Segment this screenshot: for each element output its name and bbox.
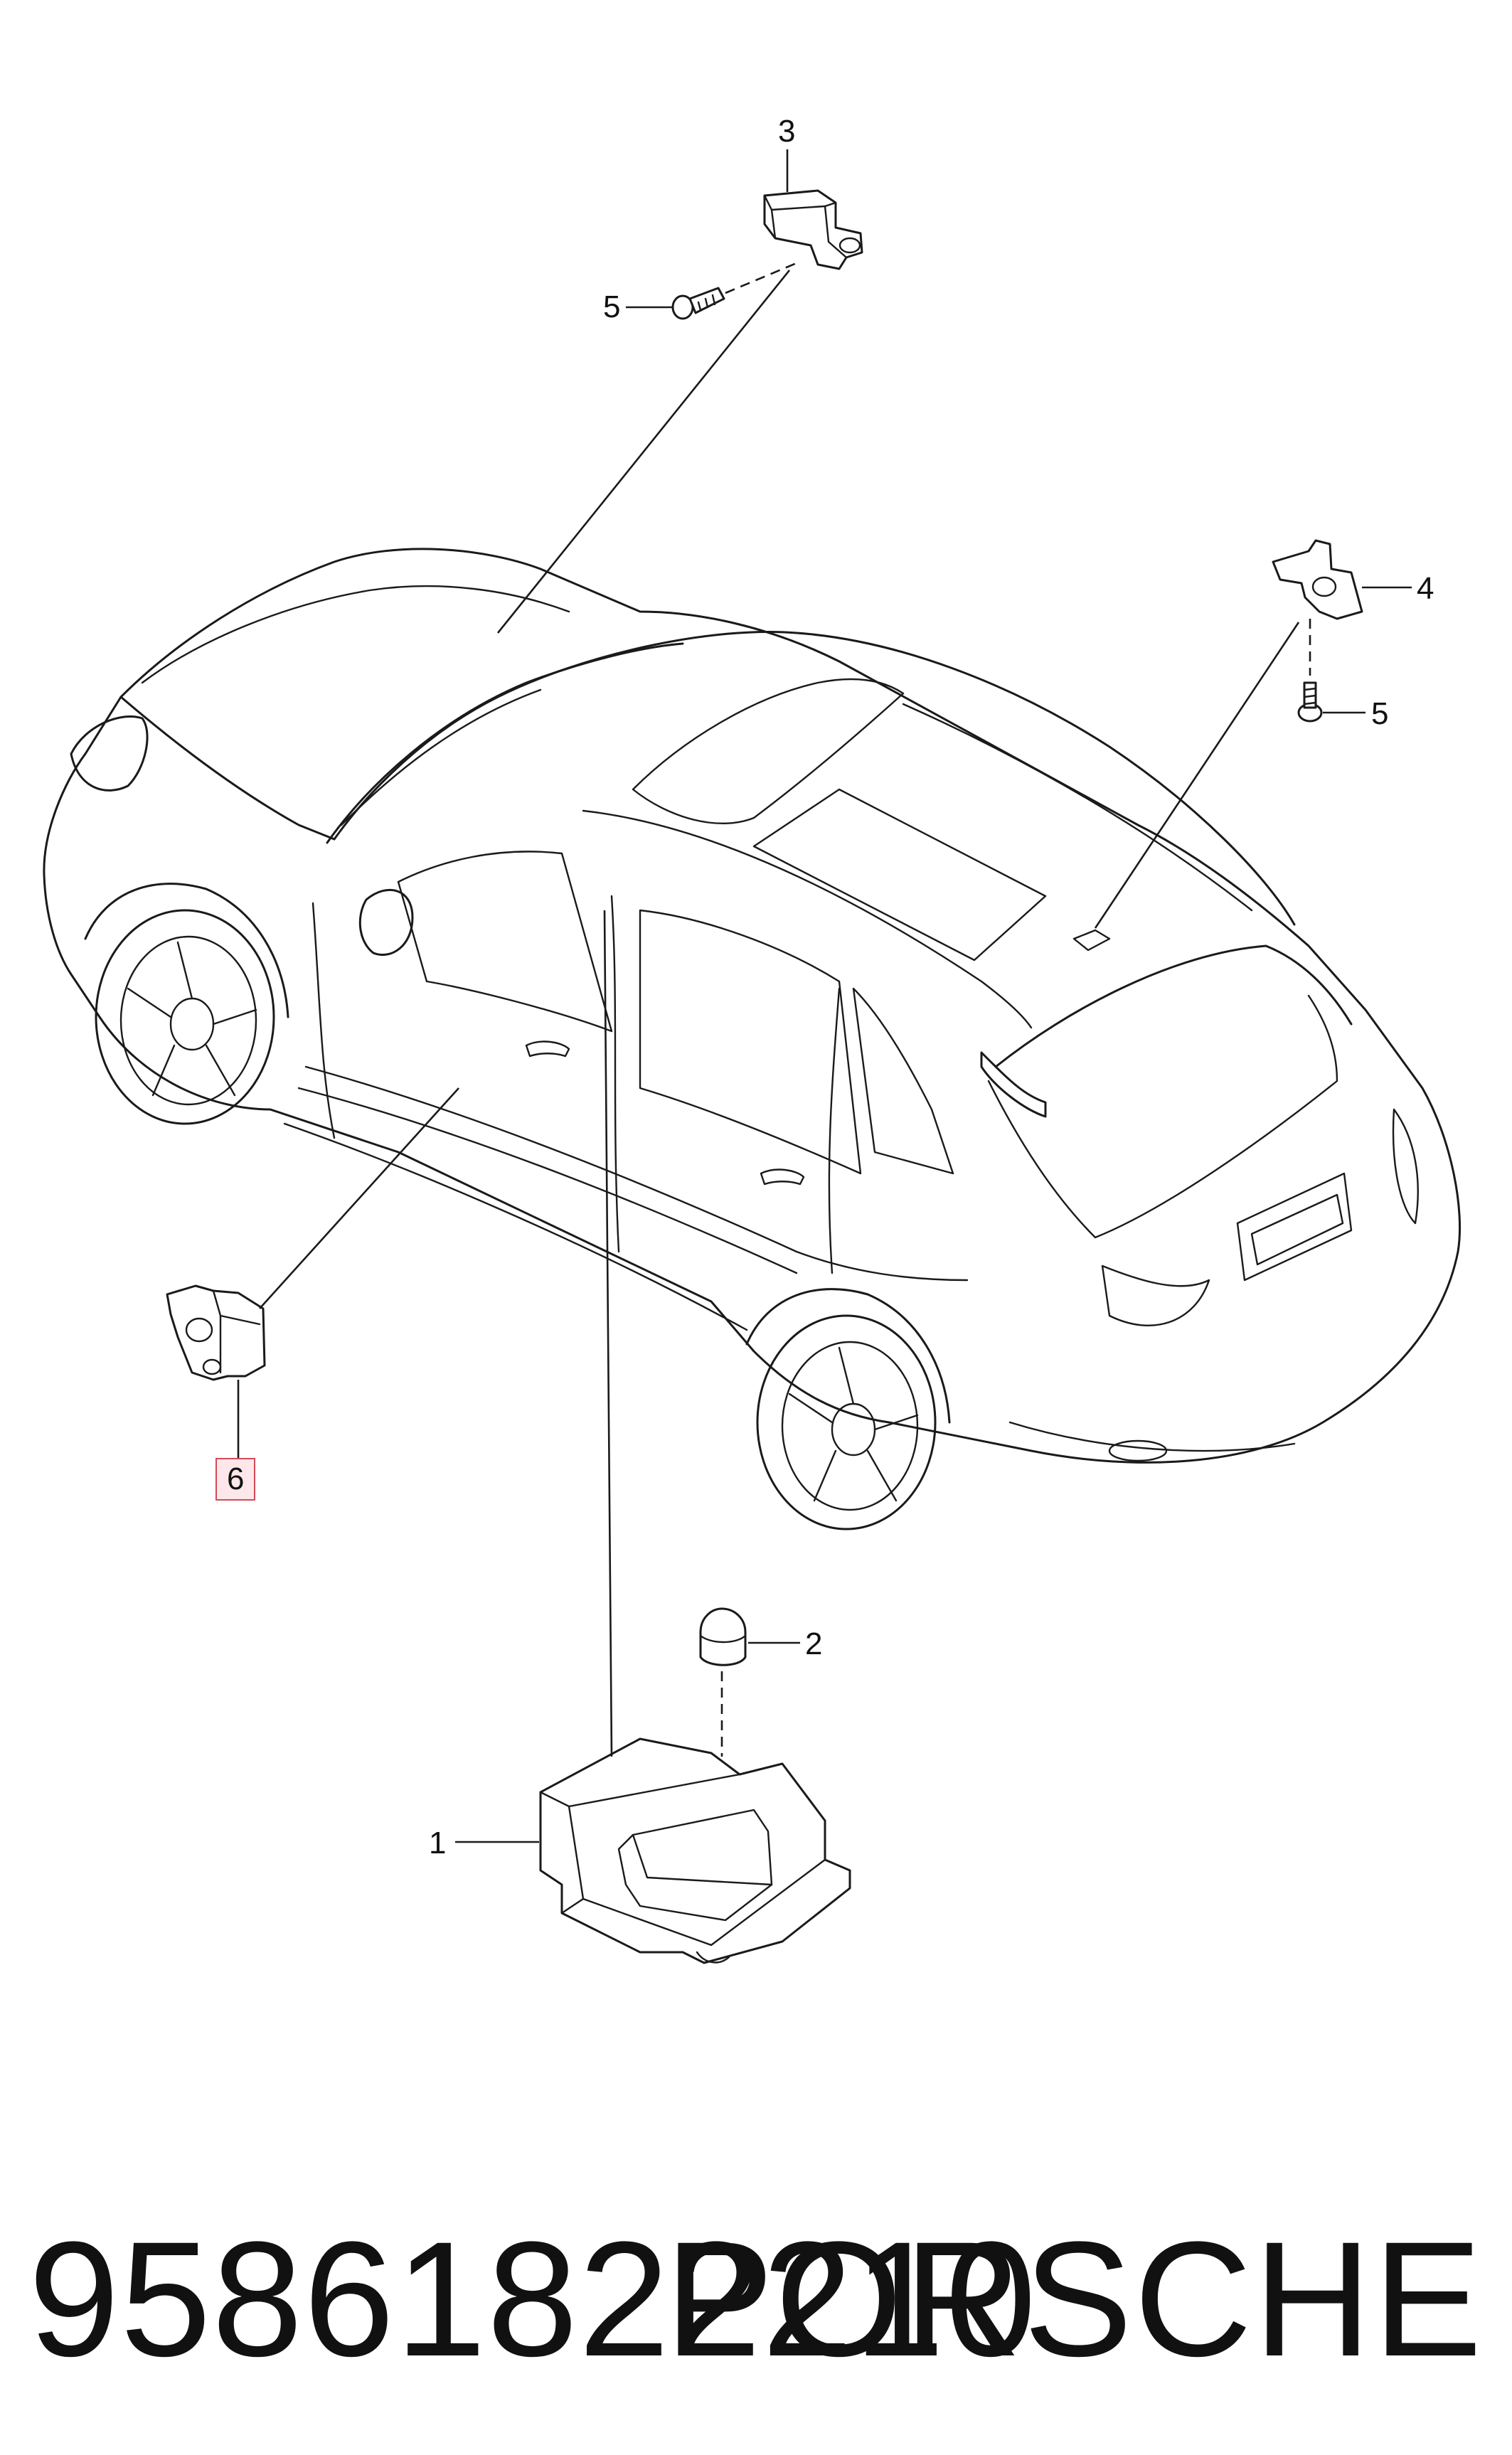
part-4-crash-sensor (1094, 539, 1412, 929)
part-6-crash-sensor (166, 1087, 459, 1458)
brand-name: PORSCHE (664, 2208, 1484, 2390)
part-2-nut (699, 1607, 800, 1757)
callout-2[interactable]: 2 (805, 1626, 823, 1661)
callout-6-highlighted[interactable]: 6 (215, 1458, 256, 1501)
callout-3[interactable]: 3 (778, 114, 796, 149)
part-5-screw-upper (626, 262, 797, 320)
callout-5-right[interactable]: 5 (1371, 696, 1389, 731)
part-1-airbag-control-unit (455, 1737, 851, 1964)
exploded-view-drawing (43, 149, 1462, 1964)
callout-5-upper[interactable]: 5 (603, 289, 621, 324)
footer-caption: 95861822210 PORSCHE (0, 2176, 1512, 2390)
callout-4[interactable]: 4 (1417, 571, 1434, 606)
part-5-screw-right (1297, 681, 1365, 723)
part-number: 95861822210 (28, 2208, 1038, 2390)
vehicle-outline (43, 548, 1462, 1530)
callout-1[interactable]: 1 (429, 1826, 447, 1860)
part-3-crash-sensor (763, 149, 863, 270)
